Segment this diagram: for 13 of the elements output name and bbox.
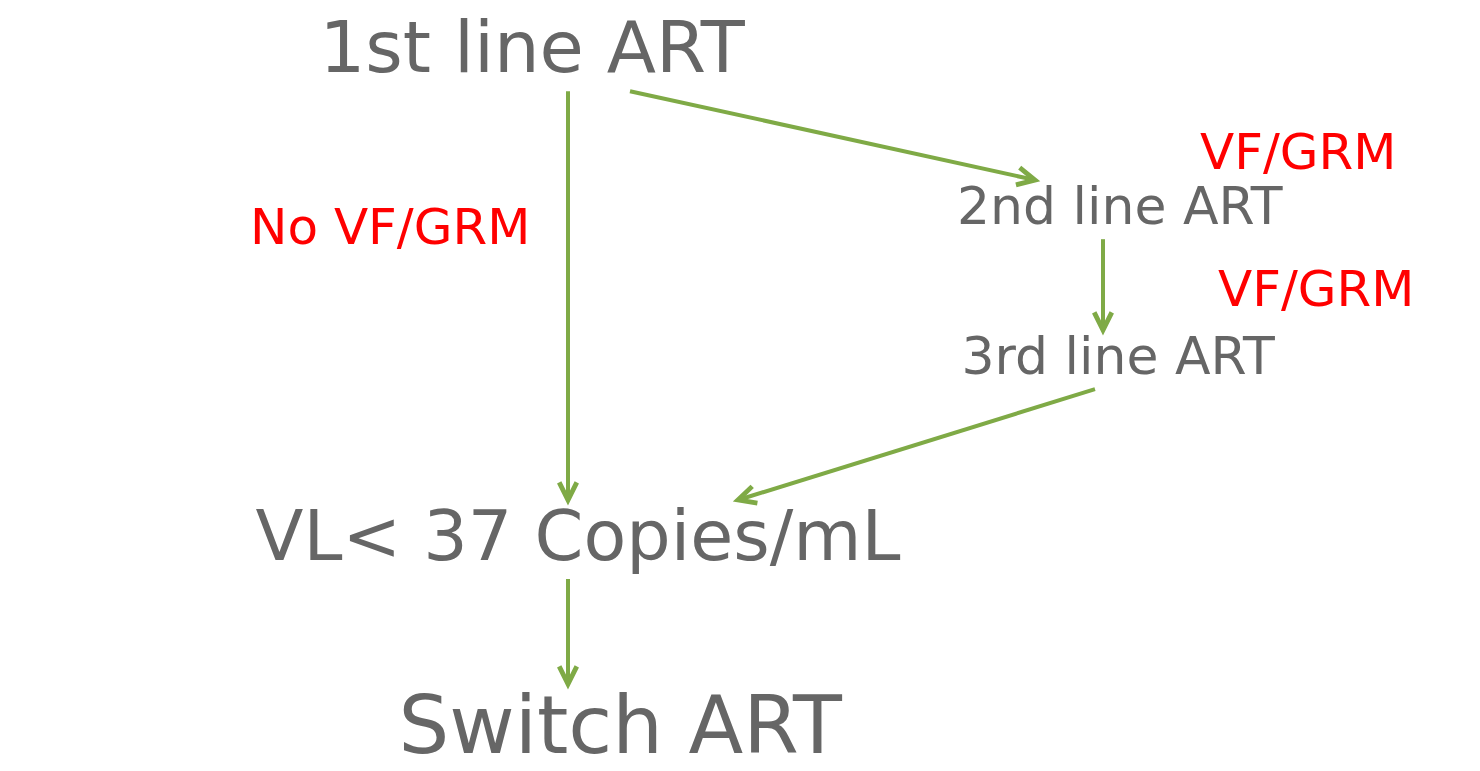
flow-step-text: 2nd line ART <box>957 178 1283 236</box>
arrow <box>556 91 580 503</box>
flow-step-text: VL< 37 Copies/mL <box>255 498 901 575</box>
flow-step-text: Switch ART <box>398 682 842 770</box>
arrow <box>629 89 1038 188</box>
flow-step-text: 1st line ART <box>319 8 745 88</box>
edge-label: No VF/GRM <box>250 200 531 255</box>
flow-step-text: 3rd line ART <box>961 328 1275 386</box>
edge-label: VF/GRM <box>1218 262 1415 317</box>
arrow <box>556 579 580 687</box>
edge-label: VF/GRM <box>1200 125 1397 180</box>
arrow <box>1091 239 1115 333</box>
arrow <box>735 387 1096 506</box>
